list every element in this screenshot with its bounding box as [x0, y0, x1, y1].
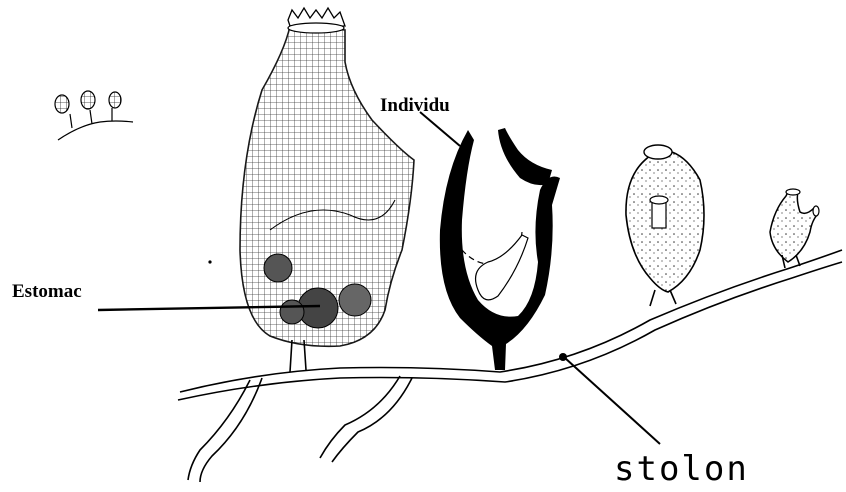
individu-leader: [420, 112, 460, 146]
colony-thumbnail: [55, 91, 133, 140]
individu-label: Individu: [380, 96, 450, 115]
stippled-zooid: [626, 145, 704, 292]
young-zooid: [770, 189, 819, 262]
large-zooid: [240, 8, 414, 346]
individual-zooid: [440, 128, 560, 370]
estomac-label: Estomac: [12, 282, 82, 301]
dot-mark: [208, 260, 211, 263]
stolon-leader: [565, 358, 660, 444]
stolon-label: stolon: [614, 452, 749, 486]
